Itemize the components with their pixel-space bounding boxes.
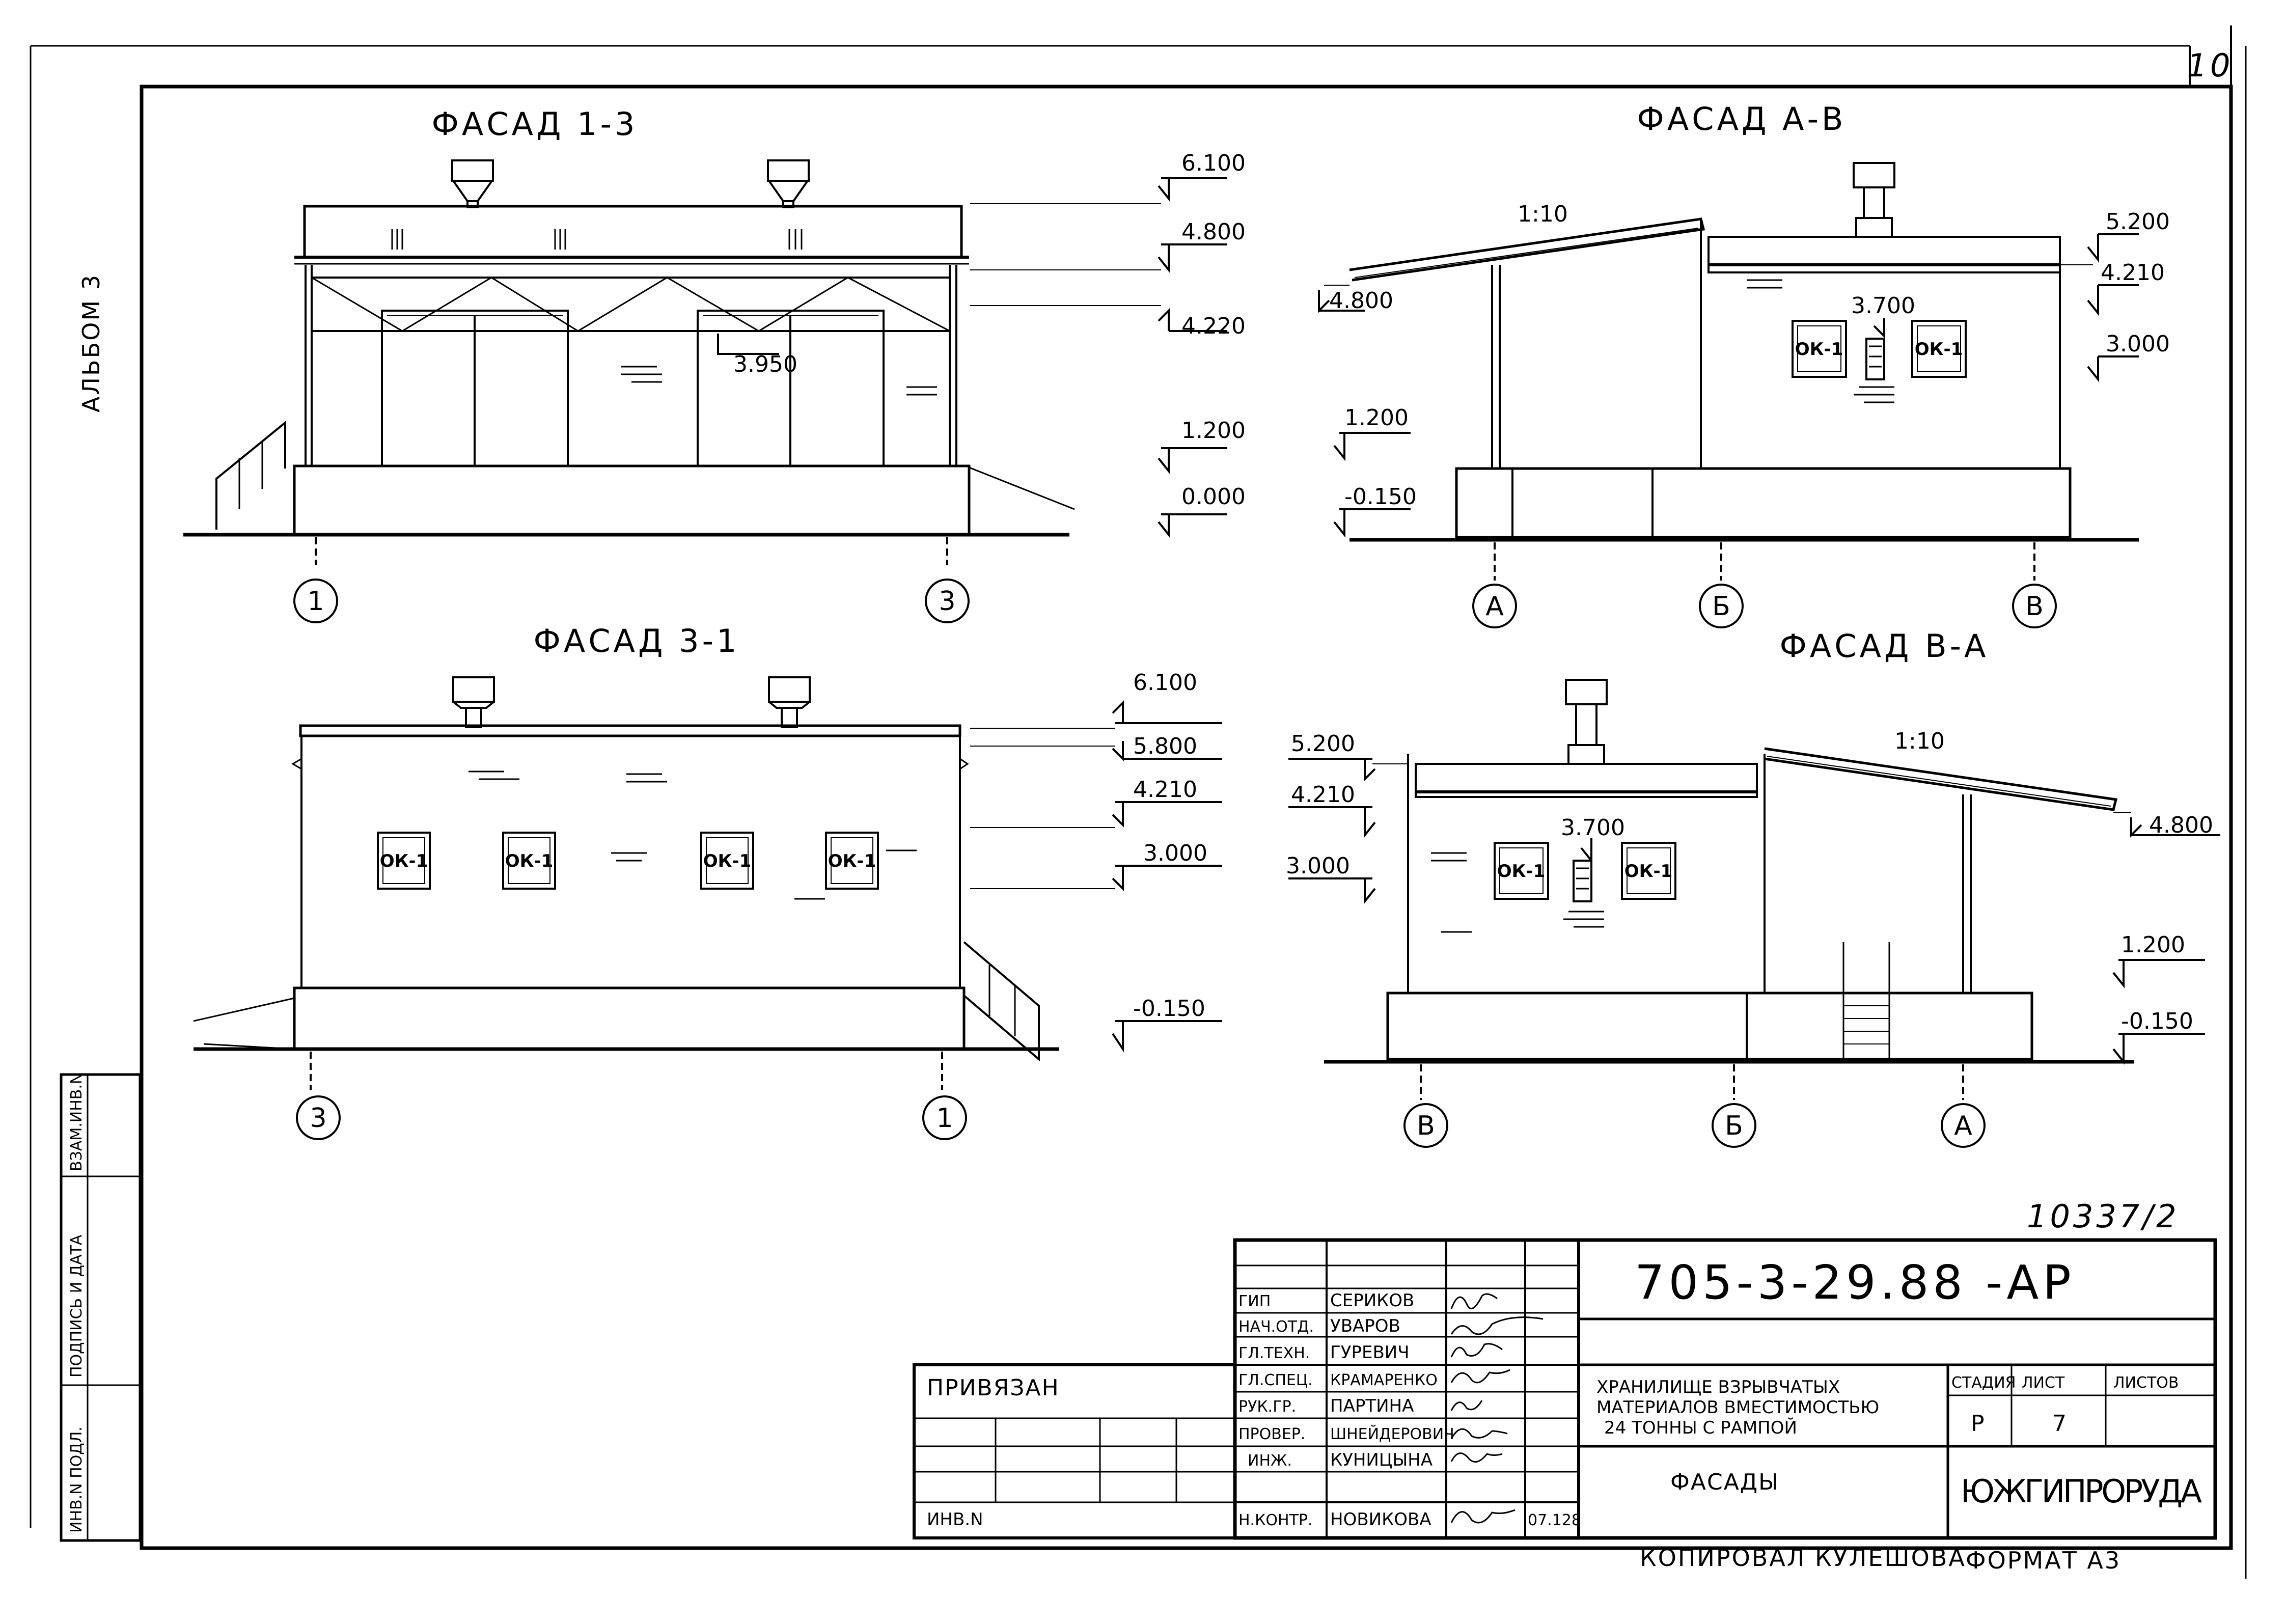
axis-label: 1 (307, 586, 324, 617)
album-label: АЛЬБОМ 3 (77, 273, 105, 412)
axis-label: 1 (936, 1103, 953, 1134)
window-mark: ОК-1 (505, 851, 553, 871)
facade-3-1: ФАСАД 3-1 (193, 622, 1222, 1140)
object-description: МАТЕРИАЛОВ ВМЕСТИМОСТЬЮ (1596, 1397, 1879, 1418)
sheet-format: ФОРМАТ А3 (1966, 1547, 2121, 1574)
role-label: ПРОВЕР. (1238, 1425, 1305, 1443)
level-mark: 3.700 (1561, 815, 1625, 841)
window-mark: ОК-1 (1497, 861, 1545, 882)
stage-value: Р (1971, 1411, 1986, 1437)
name-label: УВАРОВ (1330, 1316, 1400, 1336)
signature-rows: ГИП СЕРИКОВ НАЧ.ОТД. УВАРОВ ГЛ.ТЕХН. ГУР… (1238, 1290, 1581, 1530)
facade-1-3: ФАСАД 1-3 (183, 105, 1227, 623)
facade-1-3-title: ФАСАД 1-3 (432, 105, 638, 143)
slope-label: 1:10 (1518, 201, 1568, 227)
level-mark: 6.100 (1133, 670, 1197, 696)
window-mark: ОК-1 (380, 851, 428, 871)
level-mark: 4.220 (1181, 313, 1246, 339)
level-mark: 4.800 (1181, 219, 1246, 245)
level-mark: 6.100 (1181, 150, 1246, 176)
organization: ЮЖГИПРОРУДА (1961, 1473, 2205, 1510)
window-mark: ОК-1 (828, 851, 876, 871)
margin-stamp: ИНВ.N ПОДЛ. ПОДПИСЬ И ДАТА ВЗАМ.ИНВ.N (60, 1073, 142, 1542)
stamp-replaced-inv: ВЗАМ.ИНВ.N (68, 1073, 86, 1171)
role-label: НАЧ.ОТД. (1238, 1318, 1314, 1336)
name-label: КРАМАРЕНКО (1330, 1371, 1438, 1389)
stage-header: СТАДИЯ (1951, 1374, 2016, 1392)
sheet-value: 7 (2052, 1411, 2068, 1437)
name-label: ПАРТИНА (1330, 1396, 1414, 1416)
level-mark: 4.800 (1329, 288, 1393, 314)
window-mark: ОК-1 (1624, 861, 1672, 882)
sheet-frame (30, 25, 2247, 1579)
level-mark: 3.700 (1851, 293, 1915, 319)
axis-label: А (1954, 1111, 1972, 1141)
level-mark: 3.000 (1143, 840, 1207, 866)
object-description: ХРАНИЛИЩЕ ВЗРЫВЧАТЫХ (1596, 1377, 1840, 1397)
level-mark: 0.000 (1181, 484, 1246, 510)
name-label: СЕРИКОВ (1330, 1290, 1414, 1311)
level-mark: 3.950 (733, 351, 797, 377)
title-block (1233, 1238, 2217, 1540)
name-label: НОВИКОВА (1330, 1509, 1431, 1530)
axis-label: В (2025, 591, 2044, 622)
level-mark: 5.800 (1133, 733, 1197, 759)
role-label: Н.КОНТР. (1238, 1511, 1313, 1529)
role-label: ИНЖ. (1248, 1452, 1292, 1470)
date-label: 07.128 (1528, 1511, 1581, 1529)
axis-label: 3 (310, 1103, 326, 1134)
level-mark: 4.210 (2101, 260, 2165, 286)
role-label: ГЛ.СПЕЦ. (1238, 1371, 1313, 1389)
sheets-header: ЛИСТОВ (2113, 1374, 2179, 1392)
facade-a-v: ФАСАД А-В (1318, 100, 2139, 628)
sheet-header: ЛИСТ (2022, 1374, 2065, 1392)
level-mark: -0.150 (2121, 1008, 2193, 1034)
name-label: ШНЕЙДЕРОВИЧ (1330, 1425, 1454, 1443)
level-mark: -0.150 (1133, 996, 1205, 1022)
level-mark: 1.200 (1344, 405, 1409, 431)
page-number: 10 (2187, 47, 2234, 84)
role-label: РУК.ГР. (1238, 1398, 1296, 1416)
window-mark: ОК-1 (1915, 339, 1963, 360)
facade-v-a: ФАСАД В-А (1288, 627, 2220, 1148)
signatures (1450, 1293, 1544, 1524)
window-mark: ОК-1 (703, 851, 751, 871)
drawing-name: ФАСАДЫ (1670, 1469, 1779, 1495)
facade-v-a-title: ФАСАД В-А (1780, 627, 1989, 665)
level-mark: -0.150 (1344, 484, 1417, 510)
copy-number: 10337/2 (2027, 1198, 2180, 1235)
object-description: 24 ТОННЫ С РАМПОЙ (1604, 1417, 1797, 1438)
level-mark: 4.800 (2149, 812, 2213, 838)
name-label: КУНИЦЫНА (1330, 1450, 1433, 1470)
drawing-code: 705-3-29.88 -АР (1635, 1255, 2075, 1310)
stamp-inv-original: ИНВ.N ПОДЛ. (68, 1426, 86, 1533)
axis-label: А (1485, 591, 1504, 622)
stamp-signature-date: ПОДПИСЬ И ДАТА (68, 1234, 86, 1378)
tied-box (913, 1363, 1236, 1539)
tied-label: ПРИВЯЗАН (927, 1375, 1060, 1401)
level-mark: 5.200 (2106, 209, 2170, 235)
level-mark: 5.200 (1291, 731, 1355, 757)
copied-by: КОПИРОВАЛ КУЛЕШОВА (1640, 1544, 1966, 1572)
window-mark: ОК-1 (1795, 339, 1843, 360)
role-label: ГИП (1238, 1292, 1271, 1310)
level-mark: 3.000 (2106, 331, 2170, 357)
facade-a-v-title: ФАСАД А-В (1637, 100, 1847, 137)
level-mark: 4.210 (1291, 782, 1355, 808)
level-mark: 1.200 (1181, 418, 1246, 444)
axis-label: В (1417, 1111, 1435, 1141)
role-label: ГЛ.ТЕХН. (1238, 1344, 1310, 1362)
axis-label: Б (1712, 591, 1730, 622)
name-label: ГУРЕВИЧ (1330, 1342, 1410, 1363)
level-mark: 4.210 (1133, 777, 1197, 803)
level-mark: 3.000 (1286, 853, 1350, 879)
facade-3-1-title: ФАСАД 3-1 (534, 622, 740, 659)
inv-label: ИНВ.N (927, 1509, 983, 1530)
axis-label: Б (1725, 1111, 1743, 1141)
axis-label: 3 (939, 586, 955, 617)
slope-label: 1:10 (1894, 728, 1945, 754)
level-mark: 1.200 (2121, 932, 2185, 958)
